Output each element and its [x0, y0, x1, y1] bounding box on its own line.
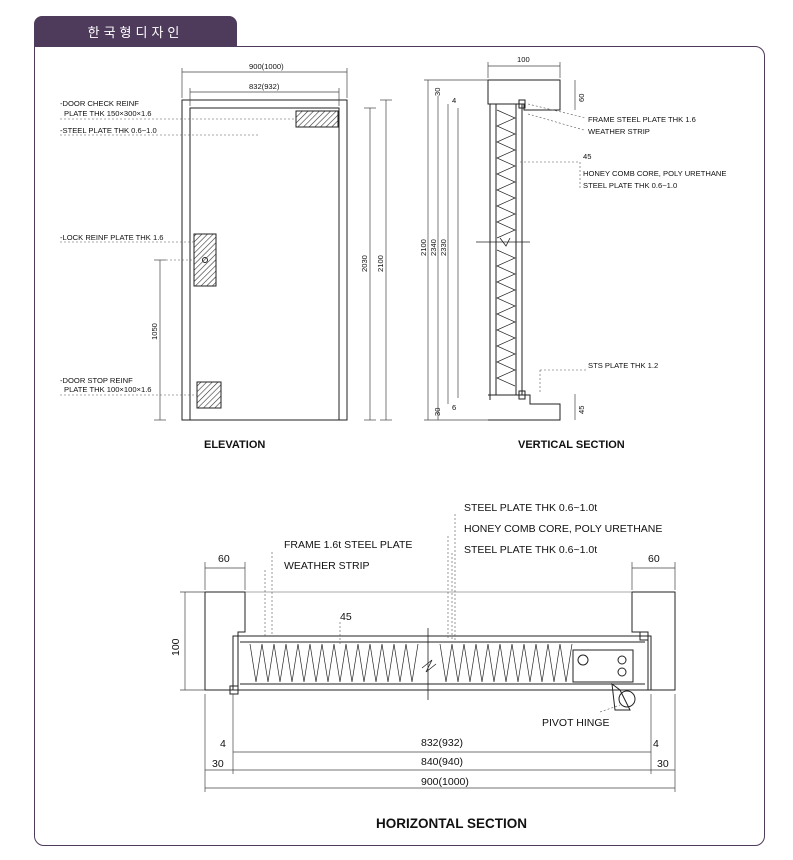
hs-dim-right-30: 30: [657, 758, 669, 770]
steel-plate-label: -STEEL PLATE THK 0.6~1.0: [60, 126, 157, 135]
vs-dim-h1: 2100: [419, 239, 428, 256]
section-tab-label: 한국형디자인: [87, 26, 184, 41]
vs-dim-top-small: 4: [452, 96, 456, 105]
vs-dim-left-top: 30: [433, 88, 442, 96]
pivot-hinge-circle: [618, 690, 636, 708]
hs-dim-left-60: 60: [218, 553, 230, 565]
vs-sts-label: STS PLATE THK 1.2: [588, 361, 658, 370]
door-stop-label-2: PLATE THK 100×100×1.6: [64, 385, 152, 394]
hs-dim-right-60: 60: [648, 553, 660, 565]
vs-dim-h2: 2340: [429, 239, 438, 256]
vs-weather-label: WEATHER STRIP: [588, 127, 650, 136]
hs-steel-plate-2: STEEL PLATE THK 0.6~1.0t: [464, 544, 597, 556]
door-check-reinf: [295, 110, 339, 128]
section-tab: 한국형디자인: [34, 16, 237, 46]
lock-reinf: [193, 233, 217, 287]
vs-dim-right-bottom: 45: [577, 406, 586, 414]
elevation-title: ELEVATION: [204, 439, 265, 451]
elev-outer-height: 2100: [376, 255, 385, 272]
vs-dim-h3: 2330: [439, 239, 448, 256]
vs-angle-label: 45: [583, 152, 591, 161]
hs-dim-mid: 840(940): [421, 756, 463, 768]
hs-steel-plate-1: STEEL PLATE THK 0.6~1.0t: [464, 502, 597, 514]
elev-inner-height: 2030: [360, 255, 369, 272]
elev-lock-height: 1050: [150, 323, 159, 340]
vs-steel-label: STEEL PLATE THK 0.6~1.0: [583, 181, 677, 190]
hs-honeycomb-label: HONEY COMB CORE, POLY URETHANE: [464, 523, 662, 535]
horizontal-section-drawing: [180, 514, 676, 792]
hs-angle-label: 45: [340, 611, 352, 623]
horizontal-honeycomb-core: [249, 643, 573, 683]
vs-dim-top: 100: [517, 55, 530, 64]
honeycomb-core: [496, 109, 516, 387]
hs-dim-inner: 832(932): [421, 737, 463, 749]
vs-dim-right-top: 60: [577, 94, 586, 102]
hs-dim-right-4: 4: [653, 738, 659, 750]
door-check-label-1: -DOOR CHECK REINF: [60, 99, 139, 108]
vs-dim-left-bottom: 30: [433, 408, 442, 416]
lock-hole: [202, 257, 208, 263]
vertical-section-drawing: [424, 62, 587, 421]
hs-dim-outer: 900(1000): [421, 776, 469, 788]
lock-reinf-label: -LOCK REINF PLATE THK 1.6: [60, 233, 164, 242]
hs-dim-depth: 100: [170, 638, 182, 656]
hs-weather-label: WEATHER STRIP: [284, 560, 370, 572]
hs-pivot-label: PIVOT HINGE: [542, 717, 610, 729]
hs-dim-left-30: 30: [212, 758, 224, 770]
vertical-section-title: VERTICAL SECTION: [518, 439, 625, 451]
elev-outer-width: 900(1000): [249, 62, 284, 71]
horizontal-section-title: HORIZONTAL SECTION: [376, 816, 527, 831]
vs-dim-bottom-small: 6: [452, 403, 456, 412]
door-stop-reinf: [196, 381, 222, 409]
elevation-drawing: [60, 68, 392, 421]
hs-frame-label: FRAME 1.6t STEEL PLATE: [284, 539, 412, 551]
elev-inner-width: 832(932): [249, 82, 280, 91]
vs-frame-label: FRAME STEEL PLATE THK 1.6: [588, 115, 696, 124]
door-stop-label-1: -DOOR STOP REINF: [60, 376, 133, 385]
top-weather-strip: [518, 99, 526, 109]
door-check-label-2: PLATE THK 150×300×1.6: [64, 109, 152, 118]
door-leaf-outline: [189, 107, 340, 421]
hs-dim-left-4: 4: [220, 738, 226, 750]
drawing-panel: [34, 46, 765, 846]
vs-honeycomb-label: HONEY COMB CORE, POLY URETHANE: [583, 169, 726, 178]
